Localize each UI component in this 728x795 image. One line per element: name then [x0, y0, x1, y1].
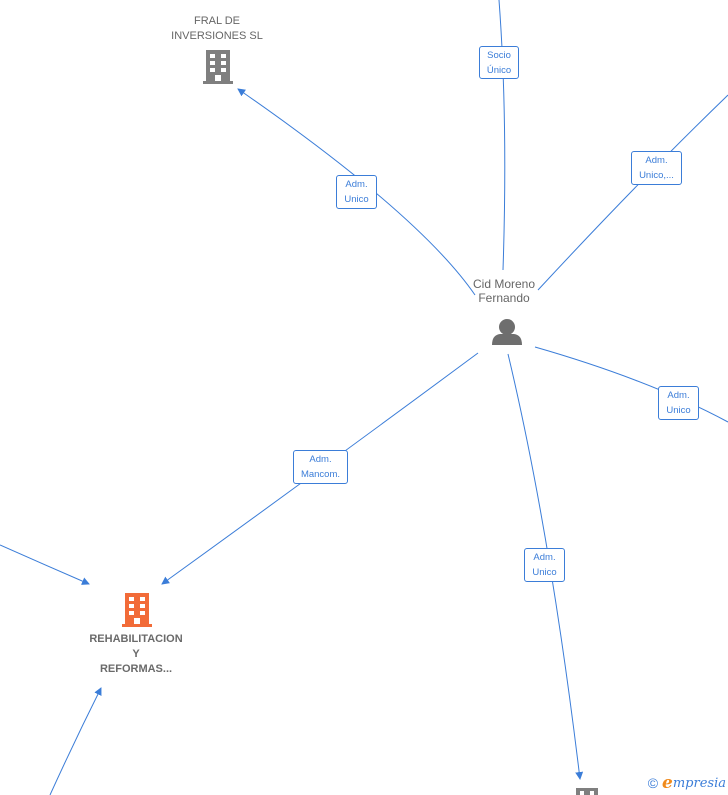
- node-label-line: REFORMAS...: [99, 663, 173, 675]
- node-label-line: Cid Moreno: [472, 277, 536, 291]
- edge-label-line: Adm.: [345, 179, 368, 190]
- edge-label-line: Único: [486, 65, 512, 76]
- edge-label-line: Unico: [666, 405, 691, 416]
- building-icon-partial: [576, 788, 598, 795]
- node-label-fral[interactable]: FRAL DE INVERSIONES SL: [157, 14, 277, 44]
- node-label-line: INVERSIONES SL: [171, 30, 263, 42]
- edge-person-to-fral: [237, 88, 476, 296]
- edge-label-socio-unico[interactable]: Socio Único: [479, 46, 519, 79]
- edge-adm-unico-truncated: [537, 94, 728, 291]
- person-icon: [492, 319, 522, 345]
- edge-label-adm-unico-truncated[interactable]: Adm. Unico,...: [631, 151, 682, 185]
- node-label-line: Y: [132, 648, 140, 660]
- brand-initial: e: [662, 773, 673, 793]
- brand-name: mpresia: [672, 775, 726, 791]
- edge-label-line: Unico: [532, 567, 557, 578]
- copyright-symbol: ©: [647, 775, 659, 791]
- edge-left-to-rehab: [0, 544, 90, 585]
- node-label-line: REHABILITACION: [89, 633, 183, 645]
- edge-label-line: Socio: [487, 50, 511, 61]
- edge-bottom-left-to-rehab: [49, 687, 102, 795]
- building-icon: [203, 50, 233, 84]
- edge-label-line: Adm.: [645, 155, 668, 166]
- node-label-line: FRAL DE: [193, 15, 241, 27]
- edge-label-adm-unico-bottom[interactable]: Adm. Unico: [524, 548, 565, 582]
- node-label-person[interactable]: Cid Moreno Fernando: [454, 277, 554, 305]
- node-label-rehab[interactable]: REHABILITACION Y REFORMAS...: [76, 632, 196, 677]
- node-label-line: Fernando: [478, 291, 530, 305]
- edge-label-adm-unico-fral[interactable]: Adm. Unico: [336, 175, 377, 209]
- empresia-watermark[interactable]: © e mpresia: [647, 773, 726, 793]
- edge-label-line: Unico,...: [639, 170, 674, 181]
- edge-label-line: Adm.: [309, 454, 332, 465]
- edge-label-line: Adm.: [667, 390, 690, 401]
- edge-label-line: Unico: [344, 194, 369, 205]
- building-icon-highlighted: [122, 593, 152, 627]
- edge-label-line: Adm.: [533, 552, 556, 563]
- edge-socio-unico: [498, 0, 506, 271]
- edge-adm-right: [534, 346, 728, 423]
- edge-label-adm-mancom[interactable]: Adm. Mancom.: [293, 450, 348, 484]
- edge-label-adm-unico-right[interactable]: Adm. Unico: [658, 386, 699, 420]
- edge-label-line: Mancom.: [300, 469, 341, 480]
